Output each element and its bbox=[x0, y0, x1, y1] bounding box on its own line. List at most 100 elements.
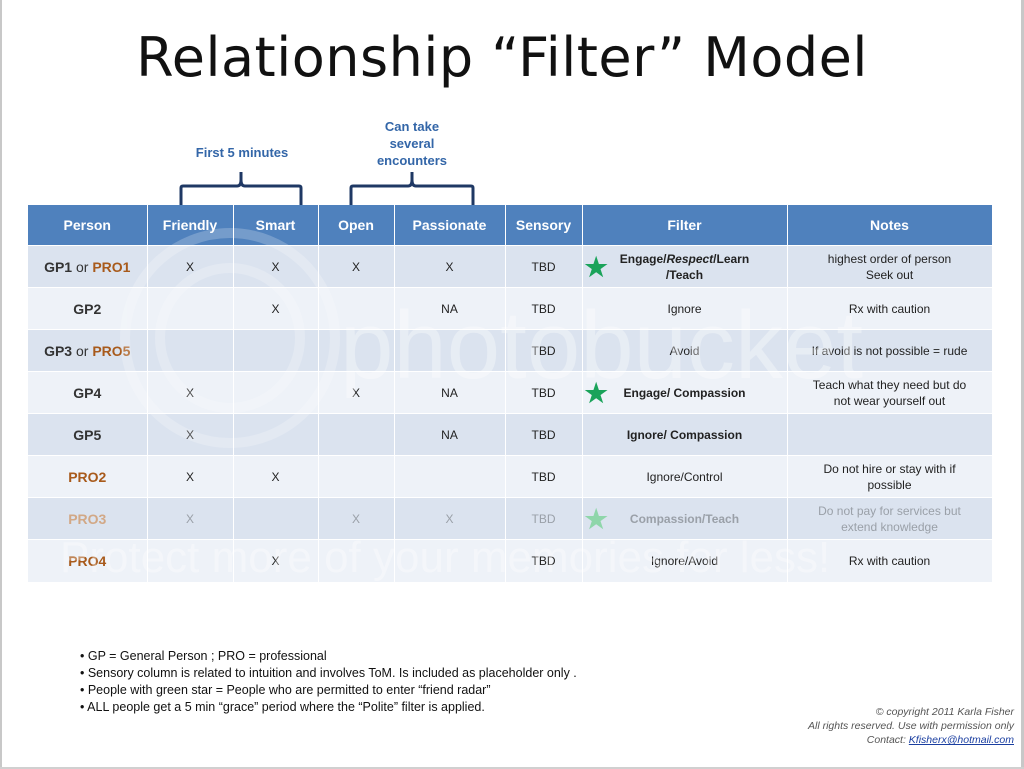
person-cell: GP4 bbox=[28, 371, 148, 414]
notes-line: If avoid is not possible = rude bbox=[811, 343, 968, 358]
smart-cell bbox=[233, 329, 319, 372]
filter-text: Engage/ Compassion bbox=[623, 385, 746, 400]
sensory-cell: TBD bbox=[505, 539, 583, 582]
person-pro: PRO2 bbox=[68, 468, 107, 485]
smart-cell bbox=[233, 497, 319, 540]
passionate-cell bbox=[394, 539, 506, 582]
passionate-cell: X bbox=[394, 497, 506, 540]
person-gp: GP4 bbox=[73, 384, 102, 401]
passionate-cell bbox=[394, 455, 506, 498]
slide-border-bottom bbox=[0, 767, 1024, 769]
person-cell: GP3 or PRO5 bbox=[28, 329, 148, 372]
table-row: PRO3 X X X TBD ★ Compassion/Teach Do not… bbox=[28, 497, 993, 540]
sensory-cell: TBD bbox=[505, 245, 583, 288]
person-gp: GP5 bbox=[73, 426, 102, 443]
filter-text: Engage/Respect/Learn/Teach bbox=[620, 251, 749, 283]
table-row: GP2 X NA TBD Ignore Rx with caution bbox=[28, 287, 993, 330]
notes-line: highest order of person bbox=[827, 251, 952, 266]
person-or: or bbox=[72, 258, 93, 275]
notes-line: possible bbox=[867, 477, 912, 492]
rights-line: All rights reserved. Use with permission… bbox=[808, 720, 1014, 732]
sensory-cell: TBD bbox=[505, 455, 583, 498]
person-pro: PRO4 bbox=[68, 552, 107, 569]
sensory-cell: TBD bbox=[505, 329, 583, 372]
person-gp: GP3 bbox=[44, 342, 73, 359]
star-icon: ★ bbox=[584, 251, 608, 282]
person-cell: GP2 bbox=[28, 287, 148, 330]
filter-cell: ★ Compassion/Teach bbox=[582, 497, 788, 540]
group-label-several-encounters: Can take several encounters bbox=[350, 118, 474, 169]
column-header-friendly: Friendly bbox=[147, 205, 234, 246]
friendly-cell: X bbox=[147, 455, 234, 498]
open-cell bbox=[318, 539, 395, 582]
footnote-line: • Sensory column is related to intuition… bbox=[80, 666, 577, 680]
person-pro: PRO1 bbox=[92, 258, 131, 275]
person-pro: PRO5 bbox=[92, 342, 131, 359]
open-cell bbox=[318, 287, 395, 330]
copyright-line: © copyright 2011 Karla Fisher bbox=[875, 706, 1014, 718]
group-label-first-5-minutes: First 5 minutes bbox=[195, 145, 289, 160]
footnote-line: • GP = General Person ; PRO = profession… bbox=[80, 649, 327, 663]
open-cell bbox=[318, 413, 395, 456]
column-header-person: Person bbox=[28, 205, 148, 246]
open-cell bbox=[318, 329, 395, 372]
person-cell: PRO3 bbox=[28, 497, 148, 540]
group-label-line: several bbox=[389, 136, 435, 151]
smart-cell: X bbox=[233, 455, 319, 498]
slide-border-right bbox=[1021, 0, 1024, 769]
column-header-notes: Notes bbox=[787, 205, 993, 246]
filter-cell: Ignore/ Compassion bbox=[582, 413, 788, 456]
filter-cell: ★ Engage/ Compassion bbox=[582, 371, 788, 414]
sensory-cell: TBD bbox=[505, 371, 583, 414]
sensory-cell: TBD bbox=[505, 287, 583, 330]
smart-cell: X bbox=[233, 245, 319, 288]
column-header-sensory: Sensory bbox=[505, 205, 583, 246]
copyright-block: © copyright 2011 Karla Fisher All rights… bbox=[808, 705, 1014, 747]
person-gp: GP2 bbox=[73, 300, 102, 317]
filter-cell: ★ Engage/Respect/Learn/Teach bbox=[582, 245, 788, 288]
notes-line: Rx with caution bbox=[848, 301, 931, 316]
person-cell: PRO2 bbox=[28, 455, 148, 498]
person-pro: PRO3 bbox=[68, 510, 107, 527]
filter-part: /Teach bbox=[665, 267, 704, 282]
table-row: GP5 X NA TBD Ignore/ Compassion bbox=[28, 413, 993, 456]
person-or: or bbox=[72, 342, 93, 359]
column-header-passionate: Passionate bbox=[394, 205, 506, 246]
filter-cell: Ignore/Avoid bbox=[582, 539, 788, 582]
star-icon: ★ bbox=[584, 503, 608, 534]
open-cell: X bbox=[318, 245, 395, 288]
notes-line: extend knowledge bbox=[841, 519, 938, 534]
column-header-filter: Filter bbox=[582, 205, 788, 246]
friendly-cell bbox=[147, 539, 234, 582]
passionate-cell bbox=[394, 329, 506, 372]
filter-part-respect: Respect bbox=[666, 251, 714, 266]
notes-line: Rx with caution bbox=[848, 553, 931, 568]
star-icon: ★ bbox=[584, 377, 608, 408]
table-row: GP3 or PRO5 TBD Avoid If avoid is not po… bbox=[28, 329, 993, 372]
person-cell: GP5 bbox=[28, 413, 148, 456]
table-header-row: Person Friendly Smart Open Passionate Se… bbox=[28, 205, 993, 246]
notes-line: Seek out bbox=[865, 267, 914, 282]
friendly-cell: X bbox=[147, 497, 234, 540]
open-cell bbox=[318, 455, 395, 498]
notes-line: Do not pay for services but bbox=[818, 503, 961, 518]
slide-border-left bbox=[0, 0, 2, 769]
table-row: GP1 or PRO1 X X X X TBD ★ Engage/Respect… bbox=[28, 245, 993, 288]
filter-model-table: Person Friendly Smart Open Passionate Se… bbox=[28, 205, 993, 582]
notes-line: Teach what they need but do bbox=[812, 377, 967, 392]
notes-cell: Rx with caution bbox=[787, 287, 993, 330]
contact-email-link[interactable]: Kfisherx@hotmail.com bbox=[908, 734, 1014, 746]
slide-title: Relationship “Filter” Model bbox=[136, 26, 868, 89]
person-cell: PRO4 bbox=[28, 539, 148, 582]
friendly-cell: X bbox=[147, 371, 234, 414]
smart-cell bbox=[233, 413, 319, 456]
contact-label: Contact: bbox=[866, 734, 909, 746]
friendly-cell: X bbox=[147, 245, 234, 288]
friendly-cell bbox=[147, 329, 234, 372]
column-header-open: Open bbox=[318, 205, 395, 246]
filter-cell: Ignore bbox=[582, 287, 788, 330]
brace-icon bbox=[349, 172, 475, 206]
